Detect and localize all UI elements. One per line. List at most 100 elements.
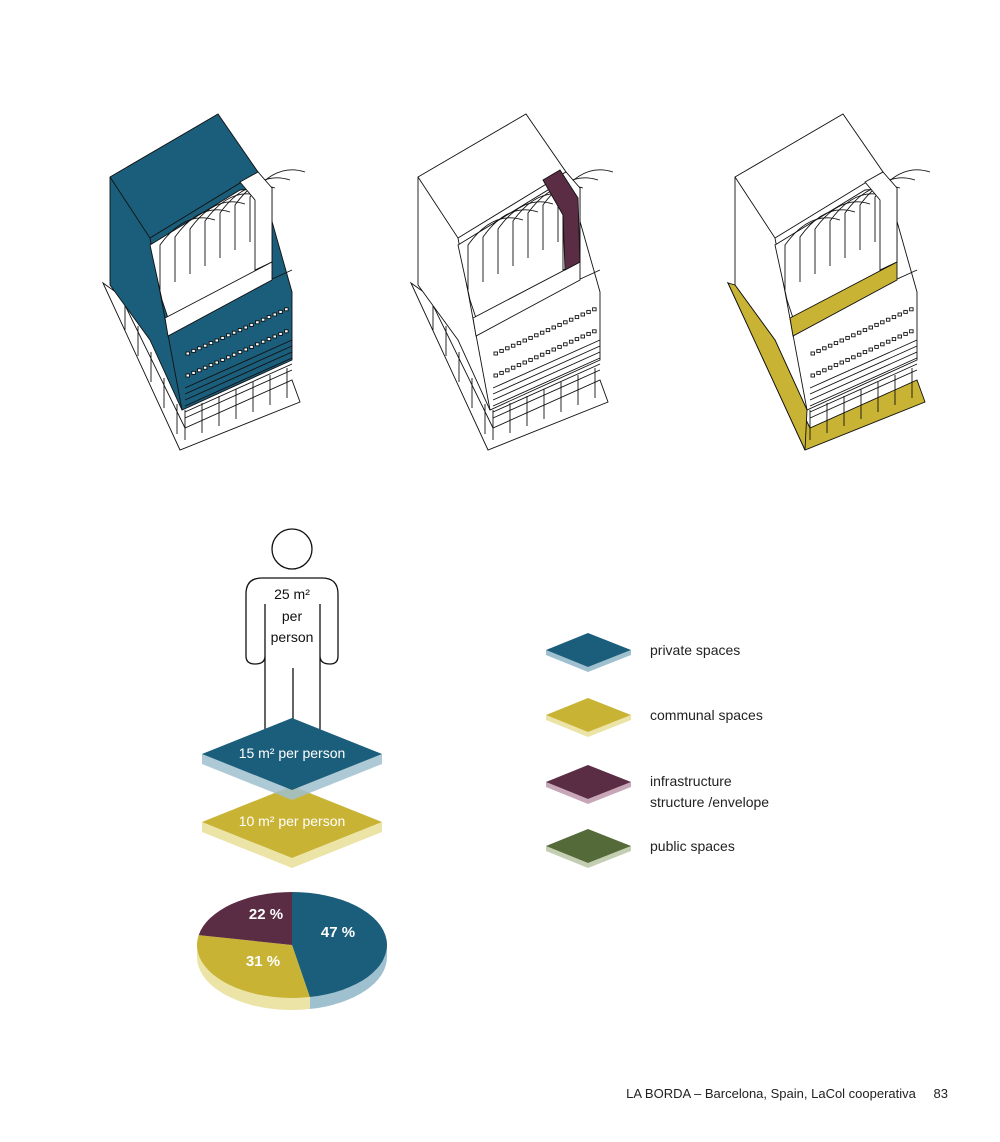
window xyxy=(231,330,237,335)
louvre xyxy=(492,351,601,401)
person-area-value: 25 m² xyxy=(274,586,310,602)
window xyxy=(220,335,225,340)
person-figure: 25 m² per person xyxy=(245,528,339,741)
window xyxy=(522,360,527,365)
person-area-person: person xyxy=(271,629,314,645)
glazing-rib xyxy=(249,169,306,242)
window xyxy=(272,334,277,339)
louvre xyxy=(492,369,601,419)
window xyxy=(284,329,289,334)
window xyxy=(822,346,827,351)
pie-label-communal: 31 % xyxy=(246,953,280,970)
window xyxy=(868,347,873,352)
window xyxy=(243,325,248,330)
window xyxy=(214,360,219,365)
window xyxy=(534,355,539,360)
window xyxy=(191,348,196,353)
attic-front-strip xyxy=(472,261,581,337)
window xyxy=(810,351,815,356)
glazing-rib xyxy=(482,209,539,282)
window xyxy=(880,342,885,347)
window xyxy=(237,328,243,333)
pie-side-private xyxy=(309,945,387,1010)
footer-caption: LA BORDA – Barcelona, Spain, LaCol coope… xyxy=(626,1086,916,1101)
window xyxy=(516,363,522,368)
window xyxy=(197,346,202,351)
window xyxy=(580,334,585,339)
louvre xyxy=(184,363,293,413)
window xyxy=(891,315,897,320)
window xyxy=(255,342,260,347)
window xyxy=(284,307,289,312)
window xyxy=(833,341,839,346)
private-plate-label: 15 m² per person xyxy=(239,745,346,761)
window xyxy=(827,343,833,348)
window xyxy=(202,365,208,370)
window xyxy=(856,352,862,357)
communal-plate: 10 m² per person xyxy=(202,786,382,868)
infrastructure-core xyxy=(542,169,581,271)
window xyxy=(255,320,260,325)
window xyxy=(545,350,551,355)
louvre xyxy=(184,369,293,419)
window xyxy=(226,333,231,338)
legend-swatch-infrastructure xyxy=(546,765,631,799)
louvre xyxy=(492,363,601,413)
glazing-rib xyxy=(467,217,524,290)
window xyxy=(551,325,556,330)
louvre xyxy=(809,351,918,401)
window xyxy=(510,365,516,370)
window xyxy=(845,335,850,340)
window xyxy=(856,330,862,335)
person-head xyxy=(271,528,313,570)
communal-plate-edge xyxy=(202,822,382,868)
window xyxy=(839,360,844,365)
louvre xyxy=(492,357,601,407)
window xyxy=(574,315,580,320)
glazing-rib xyxy=(784,217,841,290)
louvre xyxy=(184,357,293,407)
louvre xyxy=(184,351,293,401)
glazing-rib xyxy=(874,169,931,242)
window xyxy=(249,322,254,327)
window xyxy=(249,344,254,349)
window xyxy=(580,312,585,317)
window xyxy=(226,355,231,360)
axonometric-private xyxy=(101,113,306,451)
window xyxy=(557,344,562,349)
legend-swatch-edge-communal xyxy=(546,715,631,737)
window xyxy=(568,317,574,322)
louvre xyxy=(492,339,601,389)
pie-slice-communal xyxy=(196,935,310,998)
pie-side-communal xyxy=(197,945,310,1010)
window xyxy=(243,347,248,352)
window xyxy=(516,341,522,346)
window xyxy=(816,370,821,375)
legend-swatch-edge-public xyxy=(546,846,631,868)
glazing-rib xyxy=(497,201,554,274)
window xyxy=(845,357,850,362)
window xyxy=(510,343,516,348)
window xyxy=(586,331,591,336)
window xyxy=(903,309,908,314)
pie-label-infrastructure: 22 % xyxy=(249,906,283,923)
window xyxy=(266,315,272,320)
window xyxy=(272,312,277,317)
window xyxy=(499,348,504,353)
window xyxy=(568,339,574,344)
communal-plate-label: 10 m² per person xyxy=(239,813,346,829)
window xyxy=(493,373,498,378)
louvre xyxy=(809,363,918,413)
page-number: 83 xyxy=(933,1086,948,1101)
axonometric-communal xyxy=(726,113,931,451)
person-area-per: per xyxy=(282,608,303,624)
window xyxy=(586,309,591,314)
window xyxy=(539,352,545,357)
window xyxy=(231,352,237,357)
window xyxy=(816,348,821,353)
window xyxy=(522,338,527,343)
window xyxy=(874,322,879,327)
attic-front-strip xyxy=(164,261,273,337)
window xyxy=(851,355,856,360)
